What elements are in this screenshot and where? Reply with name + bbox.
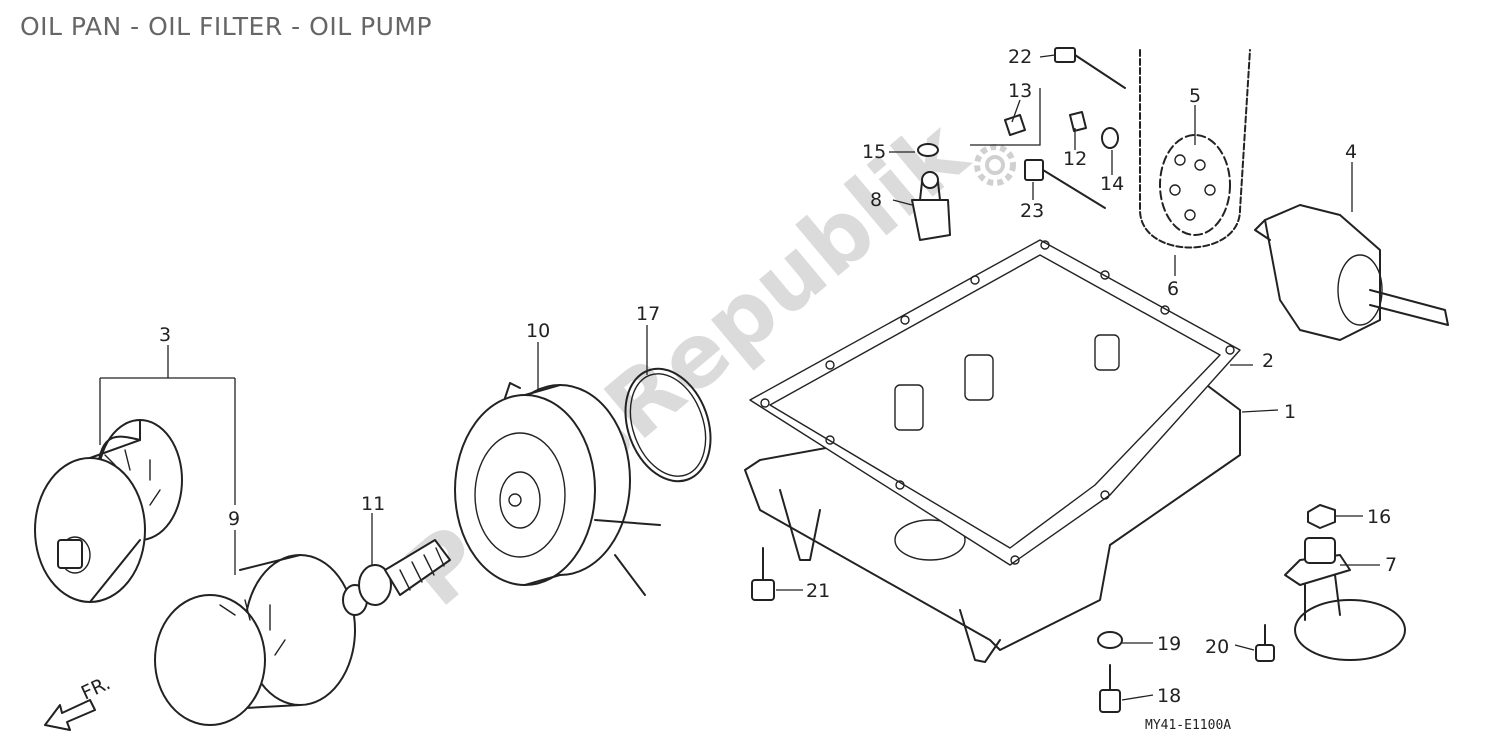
callout-18[interactable]: 18 bbox=[1157, 685, 1181, 707]
part-22-bolt[interactable] bbox=[1054, 47, 1126, 89]
part-10-oil-cooler[interactable] bbox=[454, 382, 661, 596]
callout-23[interactable]: 23 bbox=[1020, 200, 1044, 222]
part-6-chain[interactable] bbox=[1139, 49, 1251, 249]
part-2-gasket[interactable] bbox=[749, 239, 1241, 566]
part-16-nut[interactable] bbox=[1307, 504, 1336, 529]
part-7-oil-strainer[interactable] bbox=[1284, 537, 1406, 661]
callout-9[interactable]: 9 bbox=[228, 508, 240, 530]
front-direction-arrow: FR. bbox=[44, 672, 114, 731]
part-11-bolt[interactable] bbox=[342, 539, 451, 616]
part-8-strainer[interactable] bbox=[911, 171, 951, 241]
part-12-bolt[interactable] bbox=[1069, 111, 1087, 132]
callout-4[interactable]: 4 bbox=[1345, 141, 1357, 163]
callout-20[interactable]: 20 bbox=[1205, 636, 1229, 658]
part-20-bolt[interactable] bbox=[1255, 624, 1275, 662]
part-9-oil-filter[interactable] bbox=[154, 554, 356, 726]
callout-15[interactable]: 15 bbox=[862, 141, 886, 163]
part-15-washer[interactable] bbox=[917, 143, 939, 157]
callout-1[interactable]: 1 bbox=[1284, 401, 1296, 423]
callout-19[interactable]: 19 bbox=[1157, 633, 1181, 655]
front-direction-label: FR. bbox=[78, 672, 114, 704]
callout-6[interactable]: 6 bbox=[1167, 278, 1179, 300]
part-18-bolt[interactable] bbox=[1099, 664, 1121, 713]
callout-22[interactable]: 22 bbox=[1008, 46, 1032, 68]
callouts: 3 9 11 10 17 15 8 22 13 12 14 23 5 6 4 2… bbox=[159, 46, 1397, 707]
callout-7[interactable]: 7 bbox=[1385, 554, 1397, 576]
part-14-washer[interactable] bbox=[1101, 127, 1119, 149]
callout-10[interactable]: 10 bbox=[526, 320, 550, 342]
part-3-oil-filter[interactable] bbox=[34, 419, 183, 603]
part-4-oil-pump[interactable] bbox=[1254, 204, 1449, 341]
watermark-gear-icon bbox=[974, 144, 1016, 186]
callout-21[interactable]: 21 bbox=[806, 580, 830, 602]
callout-5[interactable]: 5 bbox=[1189, 85, 1201, 107]
callout-17[interactable]: 17 bbox=[636, 303, 660, 325]
part-19-washer[interactable] bbox=[1097, 631, 1123, 649]
diagram-code: MY41-E1100A bbox=[1145, 718, 1231, 731]
callout-13[interactable]: 13 bbox=[1008, 80, 1032, 102]
callout-12[interactable]: 12 bbox=[1063, 148, 1087, 170]
callout-14[interactable]: 14 bbox=[1100, 173, 1124, 195]
part-13-bolt[interactable] bbox=[1004, 114, 1026, 136]
part-21-bolt[interactable] bbox=[751, 547, 775, 601]
callout-11[interactable]: 11 bbox=[361, 493, 385, 515]
part-5-sprocket[interactable] bbox=[1159, 134, 1231, 236]
callout-2[interactable]: 2 bbox=[1262, 350, 1274, 372]
leader-lines bbox=[99, 54, 1380, 701]
part-23-bolt[interactable] bbox=[1024, 159, 1106, 209]
callout-16[interactable]: 16 bbox=[1367, 506, 1391, 528]
part-17-o-ring[interactable] bbox=[611, 357, 726, 493]
page-title: OIL PAN - OIL FILTER - OIL PUMP bbox=[20, 12, 433, 41]
callout-8[interactable]: 8 bbox=[870, 189, 882, 211]
callout-3[interactable]: 3 bbox=[159, 324, 171, 346]
